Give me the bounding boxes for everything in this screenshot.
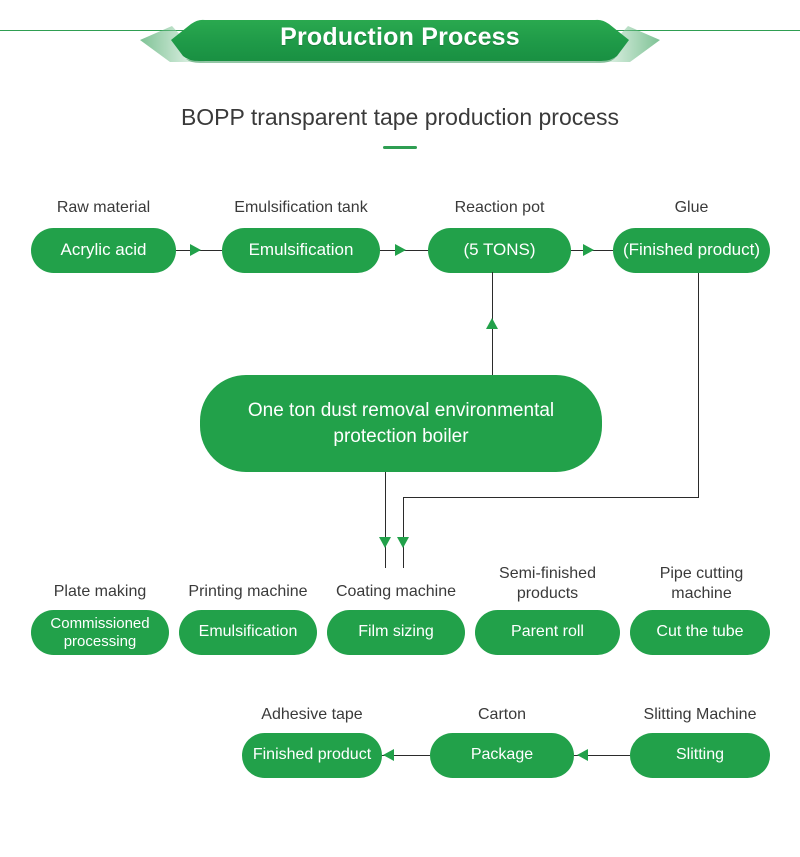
node-emulsification-tank[interactable]: Emulsification xyxy=(222,228,380,273)
caption-semi-finished-products: Semi-finished products xyxy=(499,565,596,602)
node-finished-product[interactable]: Finished product xyxy=(242,733,382,778)
node-acrylic-acid[interactable]: Acrylic acid xyxy=(31,228,176,273)
connector-package-to-finished-product xyxy=(382,755,430,757)
caption-adhesive-tape: Adhesive tape xyxy=(261,706,363,723)
caption-emulsification-tank: Emulsification tank xyxy=(234,199,368,216)
node-slitting[interactable]: Slitting xyxy=(630,733,770,778)
node-package[interactable]: Package xyxy=(430,733,574,778)
caption-pipe-cutting-machine: Pipe cutting machine xyxy=(659,565,744,602)
header-banner-shape xyxy=(140,19,660,63)
caption-slitting-machine: Slitting Machine xyxy=(643,706,757,723)
node-parent-roll[interactable]: Parent roll xyxy=(475,610,620,655)
page-header-banner: Production Process xyxy=(0,0,800,75)
node-printing-emulsification[interactable]: Emulsification xyxy=(179,610,317,655)
connector-slitting-to-package xyxy=(574,755,630,757)
subtitle-underline xyxy=(383,146,417,149)
node-cut-the-tube[interactable]: Cut the tube xyxy=(630,610,770,655)
caption-coating-machine: Coating machine xyxy=(335,583,457,600)
arrow-glue-to-coating-icon xyxy=(397,537,409,548)
node-reaction-pot[interactable]: (5 TONS) xyxy=(428,228,571,273)
arrow-emulsification-to-reaction-icon xyxy=(395,244,406,256)
caption-printing-machine: Printing machine xyxy=(188,583,308,600)
node-commissioned-processing[interactable]: Commissioned processing xyxy=(31,610,169,655)
connector-glue-down xyxy=(698,273,700,498)
arrow-slitting-to-package-icon xyxy=(577,749,588,761)
connector-boiler-to-coating xyxy=(385,472,387,568)
caption-glue: Glue xyxy=(674,199,709,216)
connector-glue-across xyxy=(403,497,699,499)
arrow-boiler-to-reaction-pot-icon xyxy=(486,318,498,329)
caption-raw-material: Raw material xyxy=(56,199,151,216)
node-film-sizing[interactable]: Film sizing xyxy=(327,610,465,655)
arrow-reaction-to-glue-icon xyxy=(583,244,594,256)
diagram-subtitle: BOPP transparent tape production process xyxy=(180,104,620,130)
arrow-acrylic-to-emulsification-icon xyxy=(190,244,201,256)
page-title: Production Process xyxy=(280,23,520,51)
connector-glue-to-coating xyxy=(403,497,405,568)
node-glue[interactable]: (Finished product) xyxy=(613,228,770,273)
caption-carton: Carton xyxy=(477,706,527,723)
arrow-package-to-finished-product-icon xyxy=(383,749,394,761)
caption-reaction-pot: Reaction pot xyxy=(454,199,545,216)
caption-plate-making: Plate making xyxy=(53,583,147,600)
node-boiler[interactable]: One ton dust removal environmental prote… xyxy=(200,375,602,472)
arrow-boiler-to-coating-icon xyxy=(379,537,391,548)
